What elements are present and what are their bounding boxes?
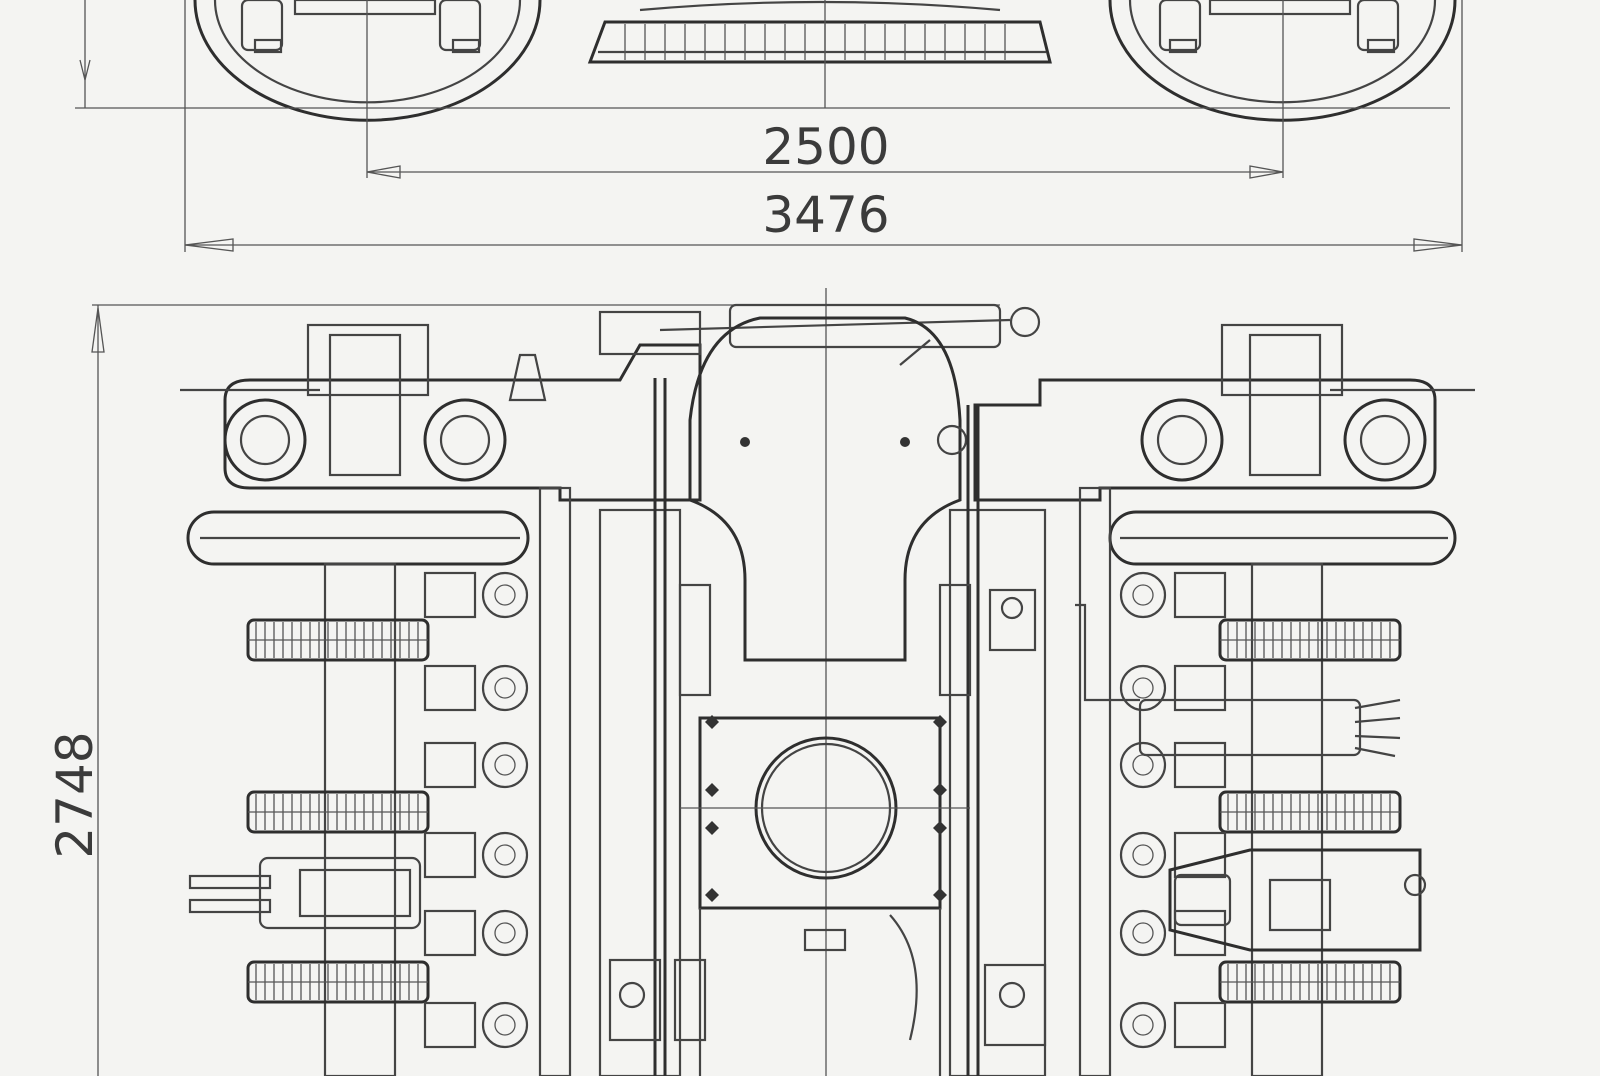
overall-length-label: 3476	[762, 186, 889, 244]
overall-width-label: 2748	[46, 731, 104, 858]
right-side-frame-arm	[973, 378, 1437, 502]
right-pipework	[1075, 603, 1401, 758]
left-side-frame-arm	[223, 343, 702, 502]
dimension-overall-length: 3476	[184, 186, 1463, 252]
traction-motor-housing	[587, 20, 1052, 64]
wheelbase-label: 2500	[762, 118, 889, 176]
side-elevation-view	[75, 0, 1463, 252]
dimension-overall-width: 2748	[46, 304, 1000, 1076]
right-brake-actuator	[1168, 848, 1427, 952]
left-brake-actuator	[188, 856, 422, 930]
dimension-wheelbase: 2500	[366, 118, 1284, 179]
traction-center-plate	[698, 716, 942, 910]
plan-view: 2748	[46, 288, 1475, 1076]
gearbox-housing	[688, 316, 962, 662]
